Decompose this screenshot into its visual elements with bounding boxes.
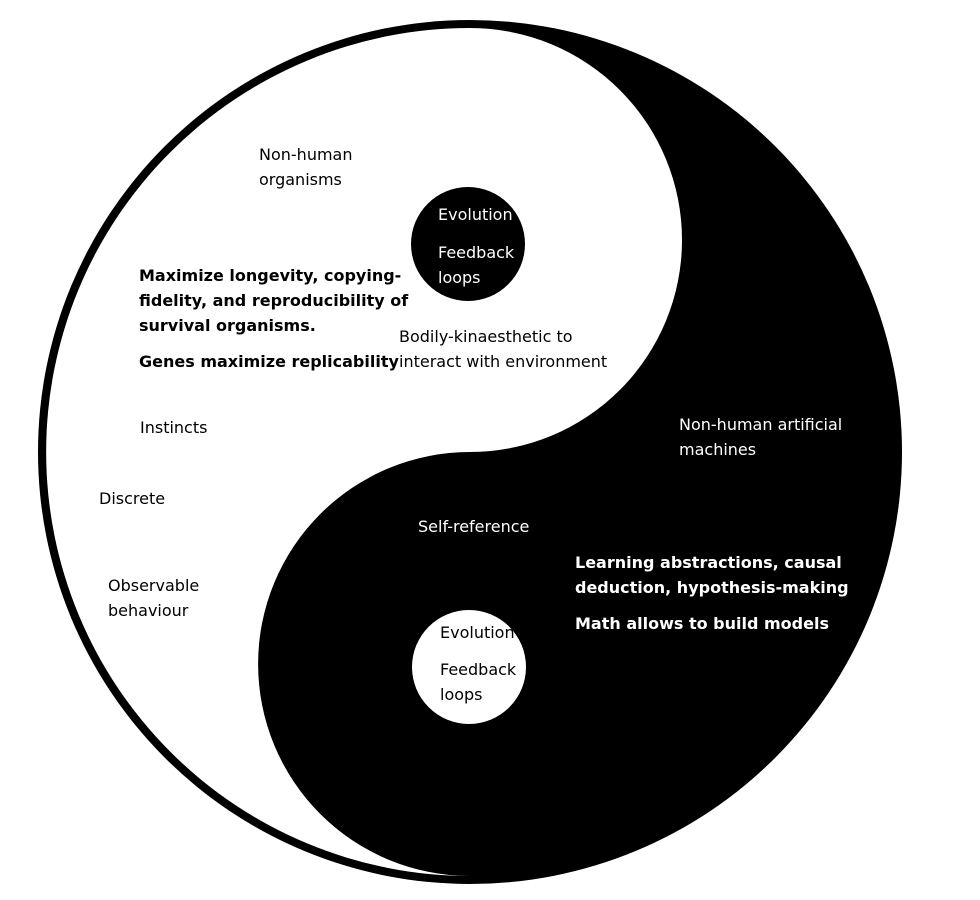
discrete-label: Discrete	[99, 489, 166, 508]
maximize-longevity-label: Maximize longevity, copying- fidelity, a…	[139, 266, 409, 335]
observable-behaviour-label: Observable behaviour	[108, 576, 200, 620]
learning-abstractions-label: Learning abstractions, causal deduction,…	[575, 553, 849, 597]
self-reference-label: Self-reference	[418, 517, 530, 536]
black-dot-evolution-label: Evolution	[438, 205, 513, 224]
white-dot	[412, 610, 526, 724]
black-dot	[411, 187, 525, 301]
non-human-machines-label: Non-human artificial machines	[679, 415, 843, 459]
non-human-organisms-label: Non-human organisms	[259, 145, 353, 189]
genes-maximize-label: Genes maximize replicability	[139, 352, 399, 371]
white-dot-feedback-label: Feedback loops	[440, 660, 517, 704]
bodily-kinaesthetic-label: Bodily-kinaesthetic to interact with env…	[399, 327, 608, 371]
instincts-label: Instincts	[140, 418, 208, 437]
black-dot-feedback-label: Feedback loops	[438, 243, 515, 287]
white-dot-evolution-label: Evolution	[440, 623, 515, 642]
math-models-label: Math allows to build models	[575, 614, 829, 633]
